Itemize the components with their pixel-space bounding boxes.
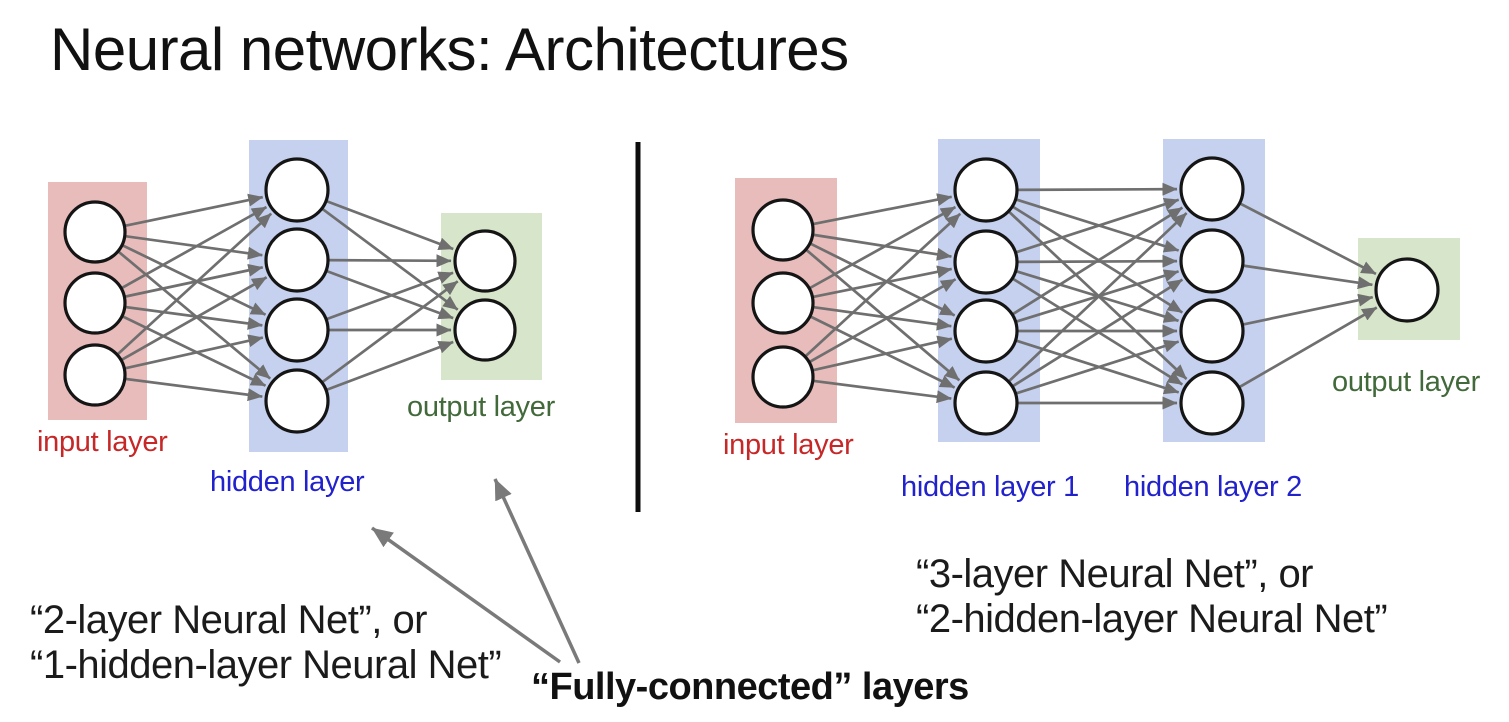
left-input-layer-label: input layer: [37, 426, 168, 458]
caption-line: “3-layer Neural Net”, or: [916, 552, 1314, 596]
neuron-node: [63, 200, 127, 264]
edge-arrow: [1013, 198, 1180, 255]
neuron-node: [264, 368, 330, 434]
caption-line: “1-hidden-layer Neural Net”: [30, 643, 502, 687]
left-network-caption: “2-layer Neural Net”, or “1-hidden-layer…: [30, 598, 502, 688]
neuron-node: [1179, 156, 1245, 222]
edge-arrow: [319, 280, 459, 385]
edge-arrow: [810, 335, 953, 373]
edge-arrow: [1009, 206, 1184, 317]
edge-arrow: [122, 377, 263, 402]
edge-arrow: [810, 193, 953, 226]
edge-arrow: [1009, 278, 1184, 389]
edge-arrow: [810, 305, 952, 331]
edge-arrow: [115, 248, 272, 380]
edge-arrow: [806, 278, 957, 365]
right-hidden-layer-2-label: hidden layer 2: [1124, 471, 1302, 503]
edge-arrow: [325, 254, 452, 268]
edge-arrow: [810, 379, 952, 404]
fully-connected-annotation: “Fully-connected” layers: [531, 666, 969, 708]
neuron-node: [751, 198, 815, 262]
caption-line: “2-layer Neural Net”, or: [30, 598, 428, 642]
edge-arrow: [1013, 197, 1180, 253]
neuron-node: [953, 298, 1019, 364]
annotation-arrow: [493, 478, 581, 664]
right-network-caption: “3-layer Neural Net”, or “2-hidden-layer…: [916, 552, 1388, 642]
neuron-node: [953, 370, 1019, 436]
left-output-layer-label: output layer: [407, 391, 555, 423]
edge-arrow: [122, 334, 264, 371]
neuron-node: [453, 298, 517, 362]
neuron-node: [751, 271, 815, 335]
edge-arrow: [807, 241, 956, 317]
edge-arrow: [1013, 338, 1180, 395]
right-output-layer-label: output layer: [1332, 366, 1480, 398]
neuron-node: [1179, 228, 1245, 294]
edge-arrow: [1240, 263, 1373, 290]
neuron-node: [63, 271, 127, 335]
neuron-node: [264, 297, 330, 363]
edge-arrow: [1009, 204, 1184, 314]
neuron-node: [1179, 370, 1245, 436]
edge-arrow: [122, 305, 263, 330]
edge-arrow: [122, 263, 264, 299]
edge-arrow: [319, 206, 459, 311]
slide-title: Neural networks: Architectures: [50, 16, 849, 83]
edge-arrow: [119, 314, 267, 387]
edge-arrow: [114, 212, 273, 358]
neuron-node: [264, 227, 330, 293]
edge-arrow: [1237, 201, 1377, 276]
edge-arrow: [323, 271, 454, 322]
edge-arrow: [1014, 182, 1178, 196]
edge-arrow: [807, 314, 956, 389]
caption-line: “2-hidden-layer Neural Net”: [916, 597, 1388, 641]
left-hidden-layer-label: hidden layer: [210, 466, 365, 498]
neuron-node: [1179, 298, 1245, 364]
edge-arrow: [1013, 339, 1180, 396]
edge-arrow: [122, 193, 264, 228]
neuron-node: [953, 157, 1019, 223]
neuron-node: [751, 345, 815, 409]
edge-arrow: [1240, 293, 1374, 327]
edge-arrow: [810, 265, 953, 299]
neuron-node: [1374, 257, 1440, 323]
neuron-node: [953, 229, 1019, 295]
right-input-layer-label: input layer: [723, 429, 854, 461]
edge-arrow: [803, 247, 961, 382]
edge-arrow: [806, 205, 957, 291]
annotation-arrow: [370, 526, 562, 664]
neuron-node: [453, 229, 517, 293]
edge-arrow: [323, 198, 454, 251]
neuron-node: [264, 157, 330, 223]
edge-arrow: [118, 205, 268, 291]
edge-arrow: [122, 234, 263, 260]
edge-arrow: [323, 268, 454, 320]
neuron-node: [63, 343, 127, 407]
edge-arrow: [323, 340, 454, 393]
edge-arrow: [1006, 212, 1188, 385]
edge-arrow: [119, 243, 267, 316]
edge-arrow: [802, 212, 962, 360]
edge-arrow: [810, 233, 952, 261]
edge-arrow: [118, 276, 268, 363]
edge-arrow: [1236, 306, 1378, 390]
right-hidden-layer-1-label: hidden layer 1: [901, 471, 1079, 503]
